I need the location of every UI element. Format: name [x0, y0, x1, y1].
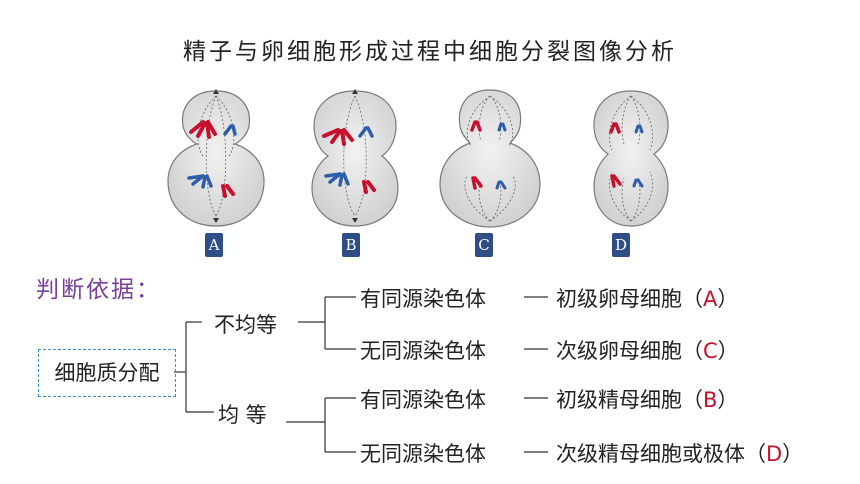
condition-2: 无同源染色体	[360, 339, 486, 363]
result-3-open: （	[682, 388, 703, 412]
result-1: 初级卵母细胞（A）	[556, 283, 738, 313]
result-1-answer: A	[703, 287, 718, 311]
result-2-name: 次级卵母细胞	[556, 339, 682, 363]
condition-3: 有同源染色体	[360, 388, 486, 412]
page-title: 精子与卵细胞形成过程中细胞分裂图像分析	[183, 39, 677, 65]
condition-1: 有同源染色体	[360, 287, 486, 311]
branch-unequal-label: 不均等	[214, 313, 277, 337]
result-2-open: （	[682, 339, 703, 363]
root-node: 细胞质分配	[38, 349, 176, 397]
result-3-answer: B	[703, 388, 718, 412]
result-2: 次级卵母细胞（C）	[556, 335, 739, 365]
branch-equal-label: 均 等	[218, 403, 267, 427]
result-4-answer: D	[766, 442, 783, 466]
cell-d-label: D	[612, 233, 630, 257]
result-3-name: 初级精母细胞	[556, 388, 682, 412]
cell-a-illustration	[167, 89, 265, 227]
result-3-close: ）	[717, 388, 739, 412]
cell-b-label: B	[342, 233, 360, 257]
result-4: 次级精母细胞或极体（D）	[556, 438, 803, 468]
cell-c-label: C	[475, 233, 493, 257]
result-1-name: 初级卵母细胞	[556, 287, 682, 311]
cell-b-illustration	[311, 89, 399, 227]
result-2-answer: C	[703, 339, 718, 363]
cell-d-illustration	[593, 90, 669, 227]
result-4-name: 次级精母细胞或极体	[556, 442, 745, 466]
basis-label: 判断依据：	[36, 277, 161, 303]
result-1-close: ）	[717, 287, 739, 311]
result-1-open: （	[682, 287, 703, 311]
result-3: 初级精母细胞（B）	[556, 384, 738, 414]
cell-c-illustration	[439, 89, 541, 228]
cell-a-label: A	[205, 233, 223, 257]
condition-4: 无同源染色体	[360, 442, 486, 466]
result-2-close: ）	[717, 339, 739, 363]
result-4-close: ）	[782, 442, 804, 466]
result-4-open: （	[745, 442, 766, 466]
